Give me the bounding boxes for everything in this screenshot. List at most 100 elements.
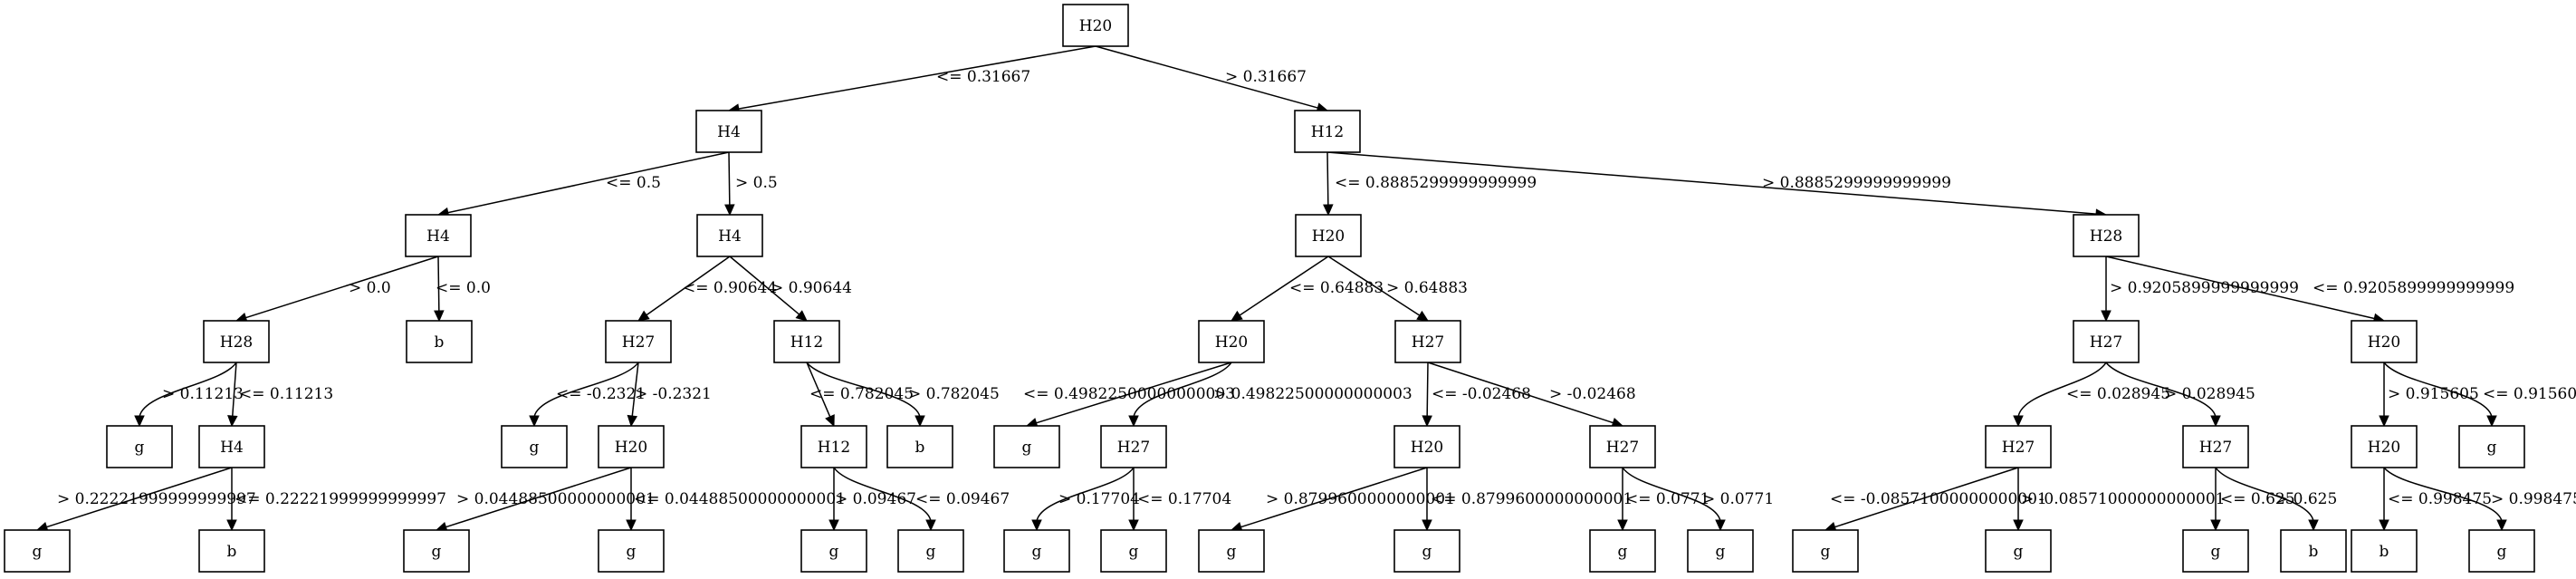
tree-edge: > 0.998475 (2383, 467, 2576, 532)
edge-label: <= 0.998475 (2388, 490, 2492, 508)
arrowhead (1128, 519, 1139, 532)
edge-label: > -0.08571000000000001 (2021, 490, 2225, 508)
node-label: g (1821, 543, 1831, 561)
edge-line (1240, 467, 1428, 528)
edge-label: > 0.90644 (771, 279, 852, 297)
tree-edge: <= 0.0771 (1617, 468, 1709, 532)
node-box (1687, 529, 1754, 573)
edge-line (1426, 362, 1429, 418)
node-label: g (33, 543, 43, 561)
node-box (4, 529, 71, 573)
edge-label: <= 0.0771 (1625, 490, 1709, 508)
node-box (2468, 529, 2535, 573)
node-box (800, 425, 867, 468)
tree-edge: <= 0.22221999999999997 (226, 468, 446, 532)
arrowhead (227, 415, 238, 428)
node-box (1003, 529, 1070, 573)
tree-node: H4 (405, 214, 472, 257)
edge-line (833, 467, 932, 522)
tree-node: b (406, 320, 473, 363)
tree-node: H20 (1062, 4, 1129, 47)
tree-node: H20 (1393, 425, 1460, 468)
tree-node: H20 (598, 425, 665, 468)
node-label: H28 (2090, 227, 2122, 246)
arrowhead (2379, 415, 2389, 428)
tree-edge: > -0.2321 (627, 362, 712, 428)
tree-node: g (2468, 529, 2535, 573)
edge-line (2105, 362, 2217, 418)
edge-label: <= 0.0 (436, 279, 491, 297)
edge-line (244, 256, 439, 319)
node-label: b (2309, 543, 2319, 561)
tree-edge: <= 0.915605 (2383, 362, 2576, 428)
edge-label: <= -0.02468 (1432, 385, 1531, 403)
edge-label: > -0.2321 (635, 385, 712, 403)
node-box (1294, 110, 1361, 153)
arrowhead (1230, 310, 1243, 322)
tree-node: H4 (198, 425, 265, 468)
tree-node: H20 (1295, 214, 1362, 257)
node-label: H12 (790, 333, 823, 352)
edge-line (645, 256, 731, 316)
node-box (2458, 425, 2525, 468)
tree-node: H20 (2351, 425, 2418, 468)
tree-edge: > 0.09467 (828, 468, 916, 532)
tree-node: g (1393, 529, 1460, 573)
edge-label: <= 0.11213 (239, 385, 333, 403)
node-box (2351, 529, 2418, 573)
arrowhead (1422, 415, 1432, 428)
edge-line (631, 362, 639, 418)
edge-label: <= -0.08571000000000001 (1830, 490, 2047, 508)
tree-node: b (198, 529, 265, 573)
node-label: g (2497, 543, 2507, 561)
tree-node: H27 (2073, 320, 2140, 363)
node-label: g (530, 439, 540, 457)
edge-label: > 0.49822500000000003 (1213, 385, 1412, 403)
node-label: g (829, 543, 839, 561)
edge-label: <= 0.915605 (2483, 385, 2576, 403)
tree-node: g (403, 529, 470, 573)
node-label: H28 (220, 333, 253, 352)
node-label: H27 (2002, 439, 2035, 457)
arrowhead (1031, 519, 1042, 532)
edge-label: > 0.0771 (1702, 490, 1774, 508)
edge-line (1238, 256, 1329, 317)
tree-edge: <= 0.8885299999999999 (1323, 151, 1537, 217)
node-box (2073, 320, 2140, 363)
edge-line (729, 256, 800, 316)
edge-label: <= 0.49822500000000003 (1023, 385, 1235, 403)
node-label: H27 (1117, 439, 1150, 457)
tree-edge: <= 0.49822500000000003 (1023, 362, 1235, 429)
node-box (2351, 320, 2418, 363)
node-box (1062, 4, 1129, 47)
arrowhead (2210, 519, 2221, 532)
node-box (1985, 425, 2052, 468)
tree-edge: > 0.8799600000000001 (1230, 467, 1455, 533)
node-box (695, 110, 762, 153)
node-box (1198, 320, 1265, 363)
node-label: H20 (2368, 439, 2400, 457)
tree-node: g (1792, 529, 1859, 573)
tree-edge: > 0.31667 (1095, 45, 1329, 113)
tree-edge: > 0.782045 (806, 362, 1000, 428)
edge-label: > 0.625 (2275, 490, 2337, 508)
edge-line (1133, 362, 1232, 418)
node-label: H20 (615, 439, 647, 457)
edge-line (231, 362, 237, 418)
arrowhead (2101, 310, 2112, 323)
node-box (1295, 214, 1362, 257)
tree-node: H27 (1985, 425, 2052, 468)
node-box (1394, 320, 1461, 363)
arrowhead (2496, 519, 2507, 532)
node-box (1589, 529, 1656, 573)
tree-node: g (1985, 529, 2052, 573)
tree-edge: <= 0.028945 (2013, 362, 2170, 428)
edge-label: > 0.8799600000000001 (1266, 490, 1455, 508)
tree-edge: <= -0.02468 (1422, 362, 1531, 428)
edge-label: <= 0.64883 (1289, 279, 1384, 297)
tree-edge: > 0.11213 (134, 362, 244, 428)
edge-line (2105, 256, 2376, 320)
edges-layer: <= 0.31667> 0.31667<= 0.5> 0.5<= 0.88852… (35, 45, 2576, 533)
node-label: H4 (718, 227, 742, 246)
edge-line (1427, 362, 1614, 424)
